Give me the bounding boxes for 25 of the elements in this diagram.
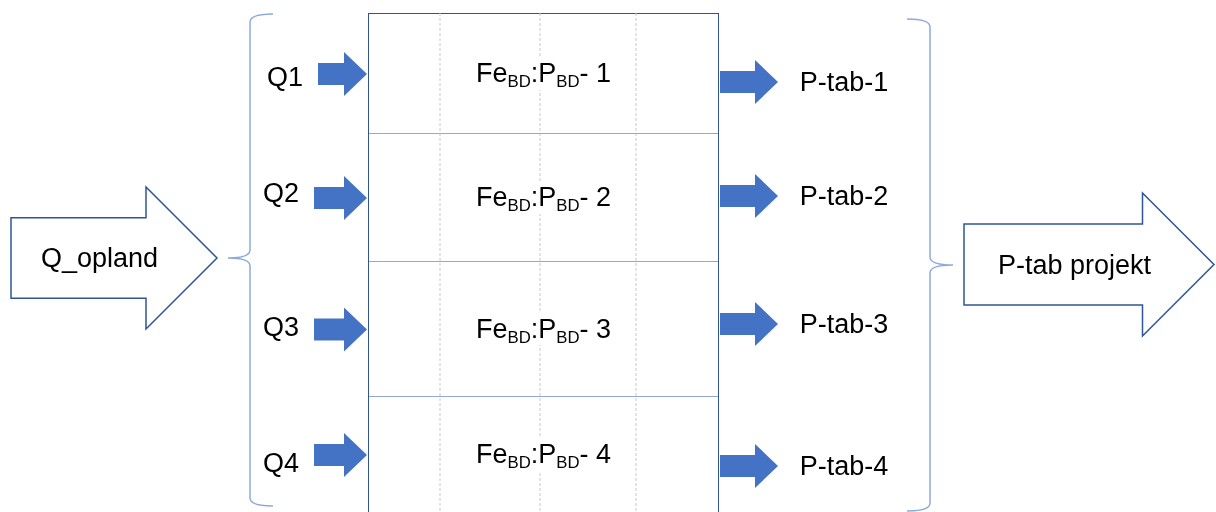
flow-label: Q1 <box>256 57 314 97</box>
arrow <box>720 302 778 346</box>
arrow <box>314 433 367 477</box>
table-frame <box>368 13 719 512</box>
row-label: Fe$_{BD}$:P$_{BD}$- 3 <box>475 312 611 346</box>
arrow <box>318 52 367 96</box>
flow-label: P-tab-2 <box>784 174 904 218</box>
flow-label: Q2 <box>252 173 310 213</box>
arrow-label: Q_opland <box>40 241 160 275</box>
flow-label: P-tab-3 <box>784 302 904 346</box>
arrow-label: P-tab projekt <box>996 248 1153 281</box>
arrow <box>720 444 778 488</box>
arrow <box>720 174 778 218</box>
row-label: Fe$_{BD}$:P$_{BD}$- 4 <box>475 438 611 471</box>
arrow <box>314 307 367 352</box>
flow-label: P-tab-4 <box>784 444 904 488</box>
row-label: Fe$_{BD}$:P$_{BD}$- 2 <box>475 181 611 214</box>
row-label: Fe$_{BD}$:P$_{BD}$- 1 <box>475 57 611 90</box>
arrow <box>314 176 367 220</box>
flow-label: Q3 <box>252 307 310 347</box>
arrow <box>720 60 778 104</box>
flow-label: Q4 <box>252 443 310 483</box>
flow-label: P-tab-1 <box>784 60 904 104</box>
block-arrow <box>10 186 218 330</box>
block-arrow <box>963 192 1215 337</box>
